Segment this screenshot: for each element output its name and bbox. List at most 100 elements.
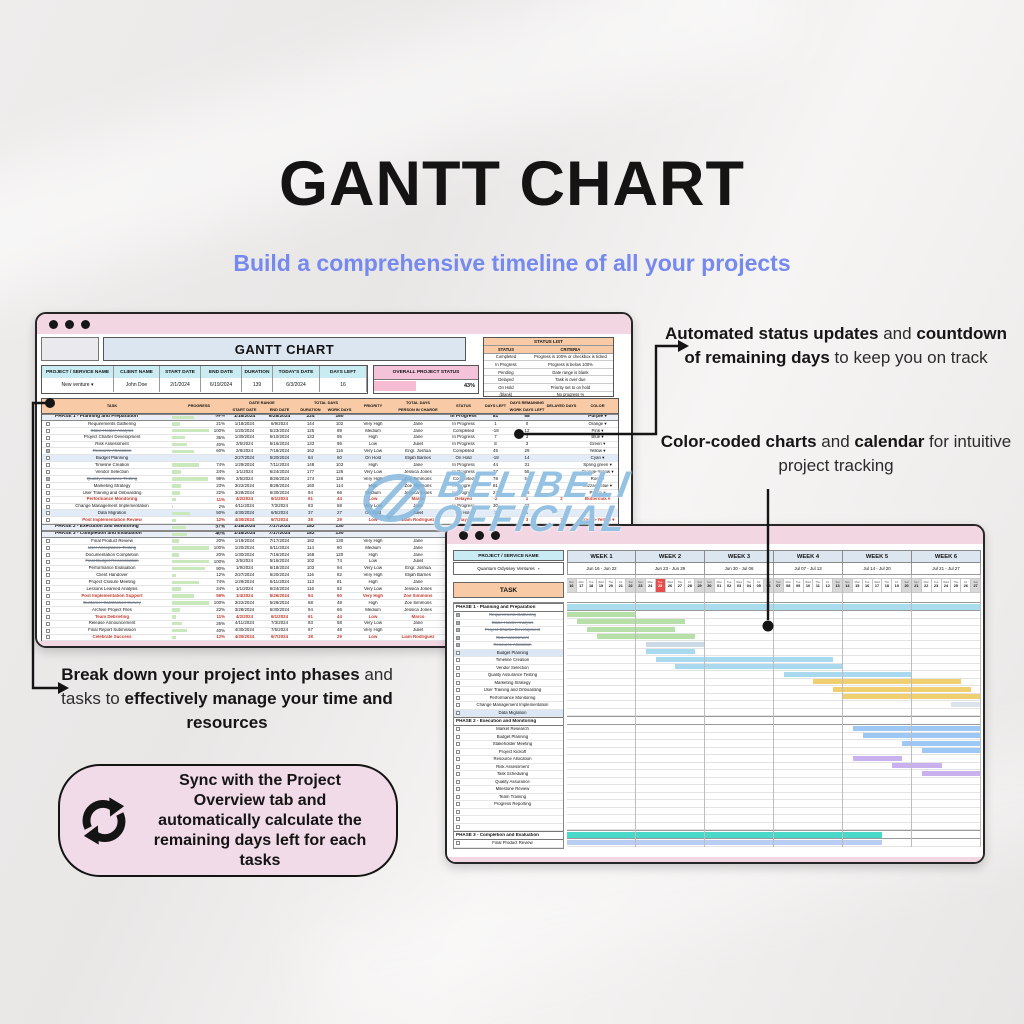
task-row[interactable]: Data Migration	[454, 709, 563, 717]
color-select[interactable]: Orange-Yellow ▾	[581, 469, 614, 474]
color-select[interactable]: Blizzard Blue ▾	[582, 483, 613, 488]
gantt-row[interactable]	[567, 778, 981, 785]
gantt-row[interactable]	[567, 770, 981, 778]
gantt-row[interactable]	[567, 755, 981, 763]
task-row[interactable]: Timeline Creation	[454, 657, 563, 665]
gantt-row[interactable]	[567, 634, 981, 641]
priority[interactable]: Medium	[365, 428, 381, 433]
priority[interactable]: High	[368, 580, 378, 585]
task-row[interactable]: Marketing Strategy	[454, 680, 563, 687]
task-row[interactable]: Final Product Review	[454, 840, 563, 848]
project-info-value[interactable]: 139	[242, 378, 273, 392]
gantt-row[interactable]	[567, 740, 981, 748]
task-checkbox[interactable]	[456, 772, 460, 777]
person-in-charge[interactable]: Zoe Simmons	[404, 476, 432, 481]
color-select[interactable]: Cyan ▾	[590, 456, 605, 461]
gantt-row[interactable]	[567, 619, 981, 626]
person-in-charge[interactable]: Engr. Joshua	[405, 449, 431, 454]
color-select[interactable]: Yellow ▾	[589, 449, 606, 454]
task-checkbox[interactable]	[45, 538, 50, 543]
priority[interactable]: Very High	[363, 628, 383, 633]
color-select[interactable]: Buttermilk ▾	[584, 497, 611, 502]
task-checkbox[interactable]	[456, 809, 460, 814]
gantt-row[interactable]	[567, 733, 981, 740]
priority[interactable]: High	[368, 483, 378, 488]
task-checkbox[interactable]	[45, 470, 50, 475]
color-select[interactable]: Spring green ▾	[583, 462, 612, 467]
person-in-charge[interactable]: Zoe Simmons	[403, 593, 433, 598]
task-checkbox[interactable]	[45, 442, 50, 447]
task-checkbox[interactable]	[45, 483, 50, 488]
task-checkbox[interactable]	[456, 764, 460, 769]
task-checkbox[interactable]	[456, 680, 460, 685]
person-in-charge[interactable]: Jane	[413, 421, 423, 426]
task-checkbox[interactable]	[456, 742, 460, 747]
project-info-value[interactable]: 2/1/2024	[160, 378, 201, 392]
priority[interactable]: Very High	[362, 593, 384, 598]
person-in-charge[interactable]: Jessica Jones	[404, 587, 432, 591]
task-checkbox[interactable]	[456, 628, 460, 633]
task-checkbox[interactable]	[456, 734, 460, 739]
task-checkbox[interactable]	[45, 621, 50, 626]
task-row[interactable]	[454, 809, 563, 816]
priority[interactable]: Very High	[363, 476, 383, 481]
task-row[interactable]: Risk Assessment	[454, 764, 563, 771]
window-control-icon[interactable]	[475, 530, 484, 540]
task-row[interactable]: Budget Planning	[454, 734, 563, 741]
priority[interactable]: Medium	[365, 607, 381, 612]
gantt-row[interactable]	[567, 611, 981, 619]
gantt-row[interactable]	[567, 785, 981, 793]
project-info-value[interactable]: John Doe	[114, 378, 160, 392]
priority[interactable]: High	[368, 552, 378, 557]
person-in-charge[interactable]: Jane	[413, 621, 423, 626]
priority[interactable]: High	[368, 600, 378, 605]
person-in-charge[interactable]: Liam Rodriguez	[401, 518, 435, 523]
task-checkbox[interactable]	[456, 703, 460, 708]
task-checkbox[interactable]	[456, 658, 460, 663]
priority[interactable]: Very Low	[363, 587, 383, 591]
task-row[interactable]: Progress Reporting	[454, 801, 563, 809]
gantt-row[interactable]	[567, 679, 981, 686]
task-checkbox[interactable]	[456, 635, 460, 640]
task-row[interactable]: Stakeholder Meeting	[454, 741, 563, 749]
priority[interactable]: Medium	[365, 490, 381, 495]
task-row[interactable]: Team Training	[454, 794, 563, 801]
priority[interactable]: Low	[368, 614, 378, 619]
project-name-select[interactable]: Quantum Odyssey Ventures ▾	[453, 562, 564, 575]
task-checkbox[interactable]	[45, 456, 50, 461]
task-checkbox[interactable]	[45, 587, 50, 592]
priority[interactable]: On Hold	[364, 511, 382, 516]
priority[interactable]: Very Low	[363, 449, 383, 454]
person-in-charge[interactable]: Juliet	[412, 511, 424, 516]
person-in-charge[interactable]: Juliet	[412, 628, 424, 633]
priority[interactable]: Very Low	[363, 469, 383, 474]
task-checkbox[interactable]	[456, 695, 460, 700]
gantt-row[interactable]	[567, 701, 981, 709]
window-control-icon[interactable]	[491, 530, 500, 540]
task-row[interactable]: Vendor Selection	[454, 665, 563, 672]
task-checkbox[interactable]	[45, 607, 50, 612]
person-in-charge[interactable]: Elijah Barnes	[405, 573, 431, 578]
gantt-row[interactable]	[567, 686, 981, 694]
gantt-row[interactable]	[567, 641, 981, 649]
person-in-charge[interactable]: Jane	[413, 428, 423, 433]
color-select[interactable]: Purple ▾	[588, 415, 607, 420]
priority[interactable]: Low	[368, 635, 378, 640]
task-checkbox[interactable]	[456, 665, 460, 670]
gantt-row[interactable]	[567, 815, 981, 823]
task-row[interactable]: Risk Assessment	[454, 635, 563, 642]
person-in-charge[interactable]: Juliet	[412, 559, 424, 564]
task-row[interactable]: Stake Holder Analysis	[454, 620, 563, 627]
gantt-row[interactable]	[567, 649, 981, 656]
task-checkbox[interactable]	[456, 824, 460, 829]
color-select[interactable]: Blue ▾	[591, 435, 604, 440]
task-checkbox[interactable]	[45, 497, 50, 502]
task-row[interactable]: Project Charter Development	[454, 627, 563, 635]
gantt-row[interactable]	[567, 626, 981, 634]
